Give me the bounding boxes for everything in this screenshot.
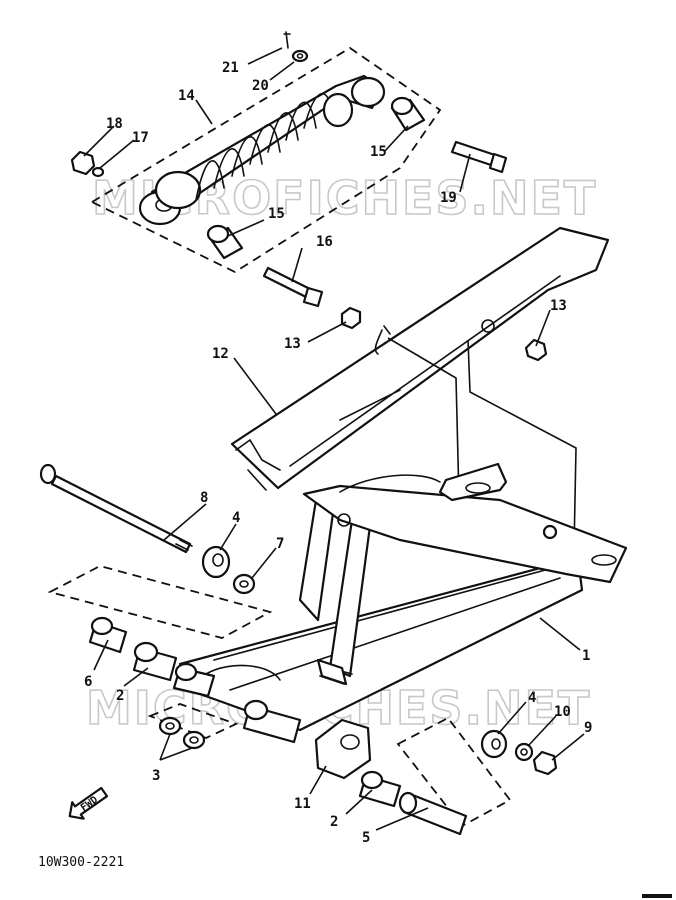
callout-21: 21 <box>222 60 239 76</box>
callout-4-left: 4 <box>232 510 240 526</box>
nut-13-upper <box>340 306 362 330</box>
swing-arm <box>178 462 628 732</box>
callout-17: 17 <box>132 130 149 146</box>
collar-lower <box>206 224 244 260</box>
chain-case <box>230 226 610 491</box>
washer-20 <box>291 49 309 63</box>
callout-15-upper: 15 <box>370 144 387 160</box>
callout-13-right: 13 <box>550 298 567 314</box>
callout-2-left: 2 <box>116 688 124 704</box>
callout-1: 1 <box>582 648 590 664</box>
callout-14: 14 <box>178 88 195 104</box>
callout-6: 6 <box>84 674 92 690</box>
callout-11: 11 <box>294 796 311 812</box>
bush-group-outline-3 <box>147 703 239 739</box>
pivot-boss-left <box>172 662 216 698</box>
cotter-pin <box>283 31 291 49</box>
callout-2-right: 2 <box>330 814 338 830</box>
callout-16: 16 <box>316 234 333 250</box>
rear-shock-absorber <box>138 74 386 226</box>
washer-17 <box>91 166 105 178</box>
bush-3-b <box>182 730 206 750</box>
pivot-shaft <box>39 463 193 554</box>
forward-arrow-icon: FWD <box>68 786 109 820</box>
callout-12: 12 <box>212 346 229 362</box>
callout-10: 10 <box>554 704 571 720</box>
nut-13-right <box>524 338 548 362</box>
collar-2-left <box>132 641 178 682</box>
collar-upper <box>390 96 426 132</box>
diagram-code: 10W300-2221 <box>38 855 124 870</box>
oil-seal-left <box>201 545 231 579</box>
washer-10 <box>514 742 534 762</box>
callout-8: 8 <box>200 490 208 506</box>
callout-9: 9 <box>584 720 592 736</box>
bush-3-a <box>158 716 182 736</box>
callout-3: 3 <box>152 768 160 784</box>
callout-20: 20 <box>252 78 269 94</box>
bush-group-outline-left <box>47 565 273 639</box>
callout-18: 18 <box>106 116 123 132</box>
callout-15-lower: 15 <box>268 206 285 222</box>
callout-5: 5 <box>362 830 370 846</box>
bolt-16 <box>262 266 324 308</box>
corner-mark <box>642 894 672 898</box>
collar-2-right <box>358 770 402 808</box>
callout-labels: 21 20 14 18 17 15 19 15 16 13 13 12 8 4 … <box>84 60 592 846</box>
washer-7 <box>232 573 256 595</box>
oil-seal-right <box>480 729 508 759</box>
callout-13-upper: 13 <box>284 336 301 352</box>
pivot-boss-right <box>242 699 302 744</box>
leader-lines <box>83 47 585 831</box>
callout-7: 7 <box>276 536 284 552</box>
bolt-19 <box>450 140 508 174</box>
bush-5 <box>398 791 468 836</box>
nut-18 <box>70 150 96 176</box>
callout-4-right: 4 <box>528 690 536 706</box>
chain-puller <box>314 718 372 780</box>
bush-group-outline-right <box>396 716 512 828</box>
callout-19: 19 <box>440 190 457 206</box>
bush-6 <box>88 616 128 654</box>
nut-9 <box>532 750 558 776</box>
